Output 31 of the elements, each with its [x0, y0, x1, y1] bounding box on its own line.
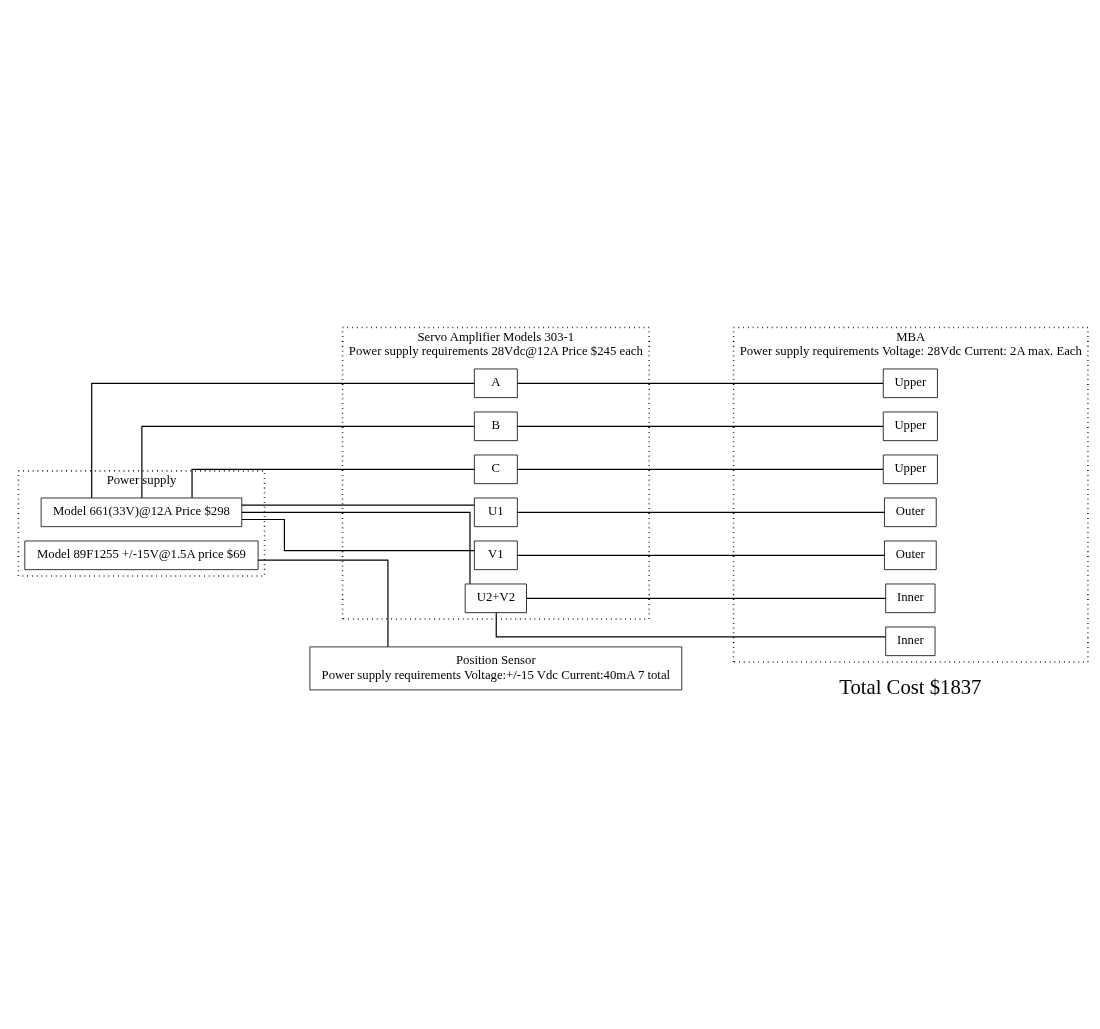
connector — [516, 468, 884, 470]
connector — [257, 559, 389, 648]
node-box: V1 — [473, 540, 518, 571]
node-box: Upper — [882, 454, 938, 485]
connector — [526, 597, 887, 599]
node-box: Inner — [885, 583, 936, 614]
connector — [516, 554, 886, 556]
connector — [516, 382, 884, 384]
connector — [241, 511, 471, 585]
connector — [516, 511, 886, 513]
connector — [516, 425, 884, 427]
node-box: Model 661(33V)@12A Price $298 — [40, 497, 243, 528]
node-box: C — [473, 454, 518, 485]
node-box: Outer — [884, 497, 937, 528]
node-box: U1 — [473, 497, 518, 528]
connector — [241, 504, 475, 506]
node-box: B — [473, 411, 518, 442]
connector — [495, 612, 886, 638]
node-box: Model 89F1255 +/-15V@1.5A price $69 — [24, 540, 259, 571]
node-box: Outer — [884, 540, 937, 571]
node-box: A — [473, 368, 518, 399]
connector — [241, 518, 475, 552]
node-box: Position Sensor Power supply requirements Voltage:+/-15 Vdc Current:40mA 7 total — [309, 646, 683, 691]
connector — [91, 382, 475, 499]
node-box: Inner — [885, 626, 936, 657]
connector — [141, 425, 475, 499]
connector — [191, 468, 475, 499]
node-box: Upper — [882, 411, 938, 442]
label: Total Cost $1837 — [839, 676, 982, 699]
node-box: Upper — [882, 368, 938, 399]
node-box: U2+V2 — [464, 583, 527, 614]
